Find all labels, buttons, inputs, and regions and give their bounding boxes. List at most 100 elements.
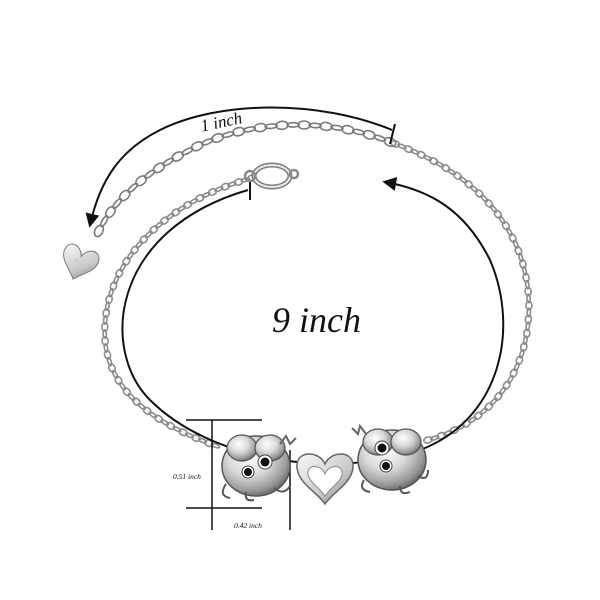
frog-icon [351,423,429,495]
chain-link [122,256,131,266]
chain-link [214,186,224,193]
chain-link [220,182,231,191]
chain-link [172,425,182,433]
chain-link [99,215,109,228]
chain-link [484,198,494,209]
chain-link [177,205,187,212]
chain-link [154,221,164,229]
chain-link [111,369,119,379]
chain-link [181,147,194,156]
chain-link [508,233,517,243]
chain-link [474,189,484,198]
chain-link [191,434,201,443]
charm-dimension-lines [186,419,291,530]
chain-link [152,162,166,174]
chain-link [144,230,153,239]
chain-link [115,268,124,279]
chain-link [106,356,113,367]
bracelet-chain [100,139,533,449]
chain-link [502,380,511,390]
chain-link [518,259,527,269]
chain-link [210,132,225,144]
chain-link [165,421,176,431]
chain-link [253,122,268,133]
chain-link [469,184,479,193]
chain-link [102,308,111,319]
chain-link [308,122,322,129]
chain-link [464,179,474,189]
chain-link [231,126,246,137]
chain-link [416,150,427,159]
chain-link [109,281,118,291]
chain-link [351,128,366,136]
chain-link [498,386,507,396]
chain-link [515,355,524,366]
extender-length-arrow [85,106,393,228]
chain-link [122,387,132,397]
chain-link [112,197,123,210]
chain-link [521,265,528,276]
chain-link [242,126,257,133]
chain-link [104,301,111,312]
chain-link [195,194,205,203]
lobster-clasp-icon [243,162,300,190]
chain-link [105,294,113,305]
chain-link [130,245,139,255]
chain-link [102,315,108,325]
chain-link [513,362,520,372]
chain-link [114,375,123,386]
chain-link [341,124,355,135]
chain-link [507,374,514,384]
chain-link [319,121,333,132]
chain-link [493,391,503,401]
chain-link [479,407,488,416]
chain-link [330,124,344,131]
chain-link [104,205,116,219]
chain-link [182,200,193,210]
chain-link [403,145,414,154]
chain-link [489,204,498,213]
chain-link [137,402,146,411]
chain-link [207,187,218,197]
chain-link [171,151,185,162]
chain-link [118,381,127,391]
chain-link [473,411,483,420]
charm-width-label: 0.42 inch [234,521,262,530]
chain-link [373,134,387,142]
chain-link [522,335,529,346]
chain-link [201,191,211,199]
chain-link [103,349,112,360]
chain-link [197,437,208,444]
chain-link [501,221,511,231]
chain-link [160,419,170,426]
chain-link [149,225,159,234]
chain-link [390,139,401,148]
chain-link [275,120,289,131]
chain-link [184,432,195,439]
extender-length-label: 1 inch [199,108,244,135]
chain-link [189,198,199,205]
charm-height-label: 0.51 inch [173,472,201,481]
chain-link [512,239,519,249]
chain-link [518,348,525,359]
chain-link [480,194,489,203]
chain-link [148,411,158,419]
svg-text:♡: ♡ [72,258,78,265]
chain-link [362,129,376,140]
chain-link [190,141,204,152]
chain-link [509,368,518,378]
chain-link [498,215,506,225]
chain-link [519,342,528,352]
chain-link [127,182,139,194]
chain-link [93,224,105,238]
chain-link [154,414,164,423]
chain-link [178,428,189,437]
chain-link [134,175,148,187]
chain-link [524,286,532,297]
chain-link [525,300,533,311]
chain-link [142,406,152,416]
chain-link [227,181,237,188]
chain-link [107,363,117,373]
chain-link [468,416,477,424]
